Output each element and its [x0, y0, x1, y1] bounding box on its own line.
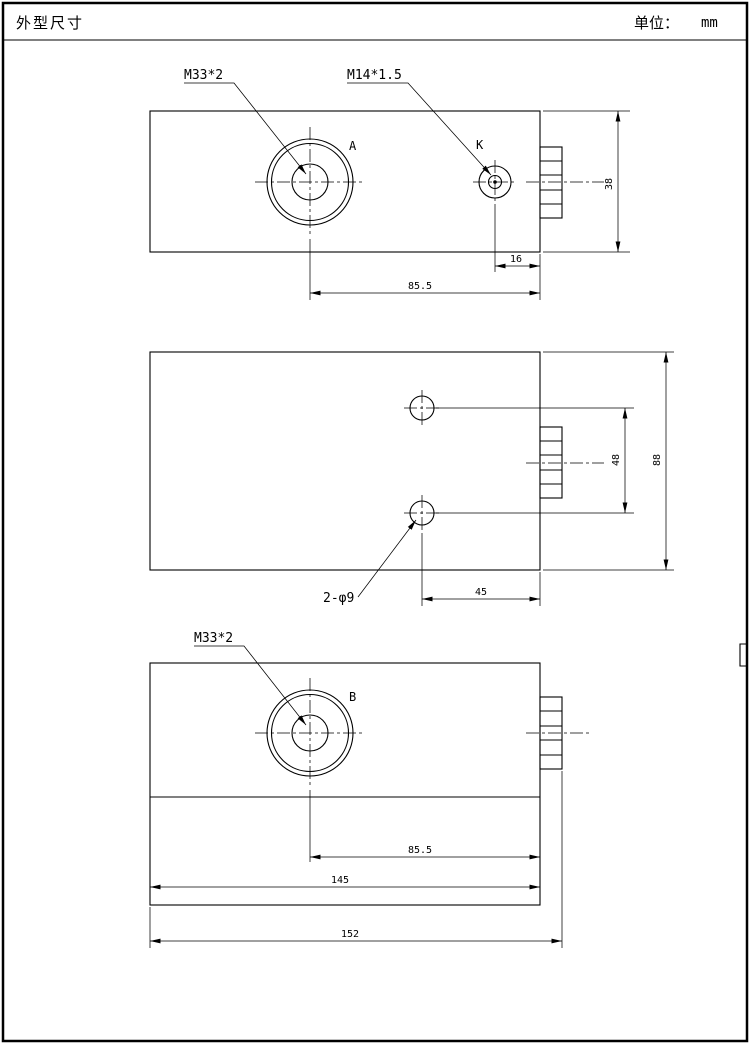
port-label-b: B: [349, 690, 356, 704]
port-b: B: [255, 678, 365, 788]
dim-48: 48: [436, 407, 634, 514]
dim-152: 152: [149, 771, 563, 948]
bottom-view-side-fitting: [526, 696, 592, 770]
dim-88: 88: [543, 351, 674, 571]
dim-16: 16: [494, 204, 541, 300]
port-label-a: A: [349, 139, 357, 153]
callout-m14: M14*1.5: [347, 68, 492, 176]
m33-thread-label-bottom: M33*2: [194, 631, 233, 646]
top-view-side-fitting: [526, 146, 604, 219]
bottom-view: B M33*2 85.5 145 152: [149, 631, 592, 948]
dim-45: 45: [421, 533, 541, 606]
callout-m33-top: M33*2: [184, 68, 307, 175]
port-a: A: [255, 127, 365, 237]
top-view-outline: [149, 110, 541, 253]
unit-value: mm: [701, 15, 718, 31]
callout-m33-bottom: M33*2: [194, 631, 307, 726]
dim-88-text: 88: [652, 454, 663, 466]
dim-48-text: 48: [611, 454, 622, 466]
m14-leader-line: [347, 82, 492, 176]
dim-145-text: 145: [331, 875, 349, 886]
dim-152-text: 152: [341, 929, 359, 940]
m33-leader-line-bottom: [194, 645, 307, 726]
middle-view-outline: [149, 351, 541, 571]
dim-38-text: 38: [604, 178, 615, 190]
dim-85-5-top-text: 85.5: [408, 281, 432, 292]
page-title: 外型尺寸: [16, 14, 84, 32]
holes-leader-line: [357, 519, 417, 598]
unit-label: 单位：: [634, 14, 679, 32]
m33-thread-label-top: M33*2: [184, 68, 223, 83]
dim-85-5-bottom-text: 85.5: [408, 845, 432, 856]
dim-145: 145: [150, 875, 540, 890]
top-view: A K M33*2 M14*1.5 38 16: [149, 68, 630, 300]
dim-85-5-bottom: 85.5: [309, 790, 540, 862]
dim-85-5-top: 85.5: [309, 239, 540, 300]
bottom-view-outline: [149, 662, 541, 906]
m14-thread-label: M14*1.5: [347, 68, 402, 83]
port-label-k: K: [476, 138, 484, 152]
dim-38: 38: [543, 110, 630, 253]
middle-view-side-fitting: [526, 426, 604, 499]
dim-16-text: 16: [510, 254, 522, 265]
middle-view: 2-φ9 48 88 45: [149, 351, 674, 606]
port-k: K: [473, 138, 517, 204]
mount-hole-lower: [404, 495, 440, 531]
m33-leader-line-top: [184, 82, 307, 175]
holes-label: 2-φ9: [323, 591, 354, 606]
mount-hole-upper: [404, 390, 440, 426]
callout-holes: 2-φ9: [323, 519, 417, 606]
frame-fold-mark: [739, 643, 747, 667]
dim-45-text: 45: [475, 587, 487, 598]
